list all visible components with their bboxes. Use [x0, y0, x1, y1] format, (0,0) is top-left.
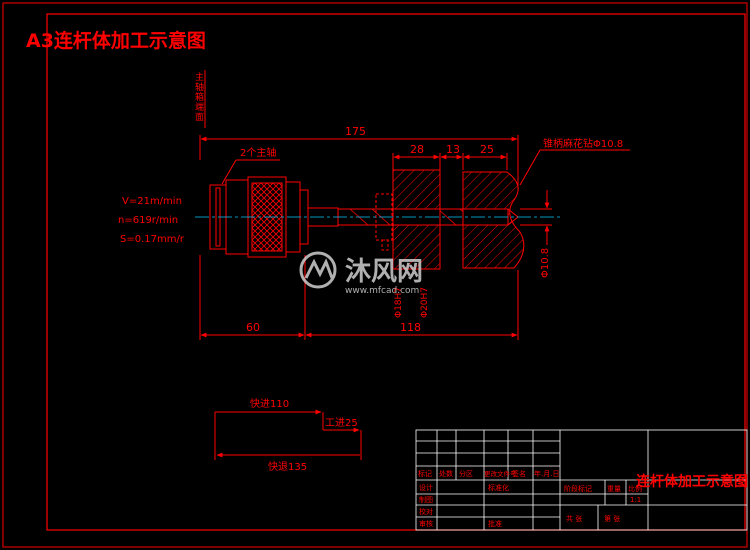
title-block-text: 标记 处数 分区 更改文件号 签名 年.月.日 设计 制图 校对 审核 工艺 标… — [418, 469, 748, 529]
rapid-back-label: 快退135 — [268, 461, 307, 473]
spindle-face: 主轴箱端面 — [193, 70, 206, 128]
dim-175: 175 — [199, 125, 519, 190]
dim-13-text: 13 — [446, 143, 460, 156]
tb-approve: 批准 — [488, 519, 502, 528]
dims-bottom: 60 118 — [199, 255, 519, 340]
tb-row-1: 制图 — [419, 495, 433, 504]
drawing-title: A3连杆体加工示意图 — [26, 29, 206, 52]
dims-28-13-25: 28 13 25 — [392, 143, 508, 170]
inner-frame — [46, 13, 746, 531]
spindle-note-text: 2个主轴 — [240, 146, 276, 159]
tb-scale: 比例 — [628, 484, 642, 493]
tb-sheet-no: 第 张 — [604, 514, 620, 523]
tb-drawing-name: 连杆体加工示意图 — [636, 473, 748, 490]
tb-header-5: 年.月.日 — [534, 469, 559, 478]
drill-note-text: 锥柄麻花钻Φ10.8 — [543, 137, 623, 150]
dim-118-text: 118 — [400, 321, 421, 334]
workpiece-right — [462, 171, 525, 269]
watermark-logo-icon — [299, 251, 337, 289]
spindle-note: 2个主轴 — [221, 146, 280, 185]
workpiece-left — [392, 169, 441, 270]
work-feed-label: 工进25 — [325, 417, 358, 429]
drill-note: 锥柄麻花钻Φ10.8 — [519, 137, 630, 186]
tb-header-0: 标记 — [418, 469, 432, 478]
tb-header-4: 签名 — [512, 469, 526, 478]
tb-weight: 重量 — [607, 485, 621, 493]
work-cycle: 快进110 工进25 快退135 — [214, 398, 362, 473]
watermark-brand: 沐风网 — [345, 257, 423, 287]
watermark: 沐风网 www.mfcad.com — [299, 251, 423, 296]
dim-25-text: 25 — [480, 143, 494, 156]
dim-diameter-text: Φ10.8 — [540, 248, 551, 278]
tb-standard: 标准化 — [488, 483, 509, 492]
tb-stage: 阶段标记 — [564, 484, 592, 493]
cutting-v: V=21m/min — [122, 196, 182, 207]
cutting-params: V=21m/min n=619r/min S=0.17mm/r — [118, 196, 185, 245]
tb-scale-value: 1:1 — [630, 496, 641, 504]
dim-small: Φ18H7 Φ20H7 — [394, 287, 430, 318]
watermark-url: www.mfcad.com — [345, 286, 419, 296]
tb-header-3: 更改文件号 — [484, 469, 517, 478]
rapid-in-label: 快进110 — [250, 398, 289, 410]
dim-small1-text: Φ18H7 — [394, 287, 404, 318]
dim-175-text: 175 — [345, 125, 366, 138]
dim-60-text: 60 — [246, 321, 260, 334]
tb-sheets: 共 张 — [566, 514, 582, 523]
tb-header-1: 处数 — [439, 469, 453, 478]
cutting-n: n=619r/min — [118, 215, 178, 226]
tb-row-3: 审核 — [419, 519, 433, 528]
guide-bushing — [375, 193, 393, 251]
dim-small2-text: Φ20H7 — [420, 287, 430, 318]
title-block — [415, 429, 748, 531]
tb-row-0: 设计 — [419, 483, 433, 492]
spindle-side-label: 主轴箱端面 — [193, 71, 204, 122]
tb-header-2: 分区 — [459, 469, 473, 478]
dim-diameter: Φ10.8 — [520, 190, 552, 278]
cutting-s: S=0.17mm/r — [120, 234, 185, 245]
tb-row-2: 校对 — [419, 507, 433, 516]
dim-28-text: 28 — [410, 143, 424, 156]
